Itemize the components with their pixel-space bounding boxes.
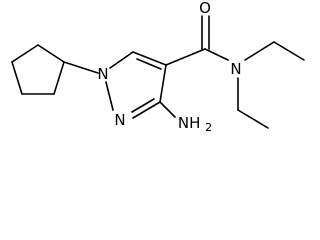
bond: [37, 44, 65, 63]
bond: [11, 44, 39, 63]
cyclopentyl-ring: [11, 44, 65, 95]
amine-label-text: NH: [178, 114, 201, 132]
bond-cyclopentyl-n1: [63, 61, 99, 74]
amide-nitrogen-label: N: [230, 60, 241, 78]
bond-c3-n2-double: [131, 98, 155, 113]
molecule-structure-diagram: O N N N NH 2: [11, 0, 305, 134]
amine-label: NH 2: [178, 114, 212, 134]
bond-c3-amine: [159, 101, 176, 118]
ring-nitrogen-1-label: N: [97, 65, 108, 83]
bond: [11, 61, 23, 95]
bond-n-ethyl1-ch2: [244, 41, 275, 61]
pyrazole-ring: [105, 51, 167, 119]
amine-label-subscript: 2: [205, 121, 212, 134]
bond-ethyl2-ch3: [237, 109, 269, 129]
bond-c4-c3: [159, 64, 167, 103]
bond-c5-c4-double: [136, 58, 162, 70]
bond-ethyl1-ch3: [273, 41, 305, 61]
bond-n1-c5: [109, 51, 134, 69]
bond: [53, 61, 65, 95]
bond-n2-n1: [105, 81, 114, 111]
bond-c3-n2: [132, 101, 161, 119]
bond-c5-c4: [132, 51, 167, 66]
bond-c4-carbonyl: [165, 48, 206, 66]
oxygen-label: O: [199, 0, 211, 17]
bond-carbonyl-amide-n: [204, 48, 229, 61]
ring-nitrogen-2-label: N: [114, 111, 125, 129]
